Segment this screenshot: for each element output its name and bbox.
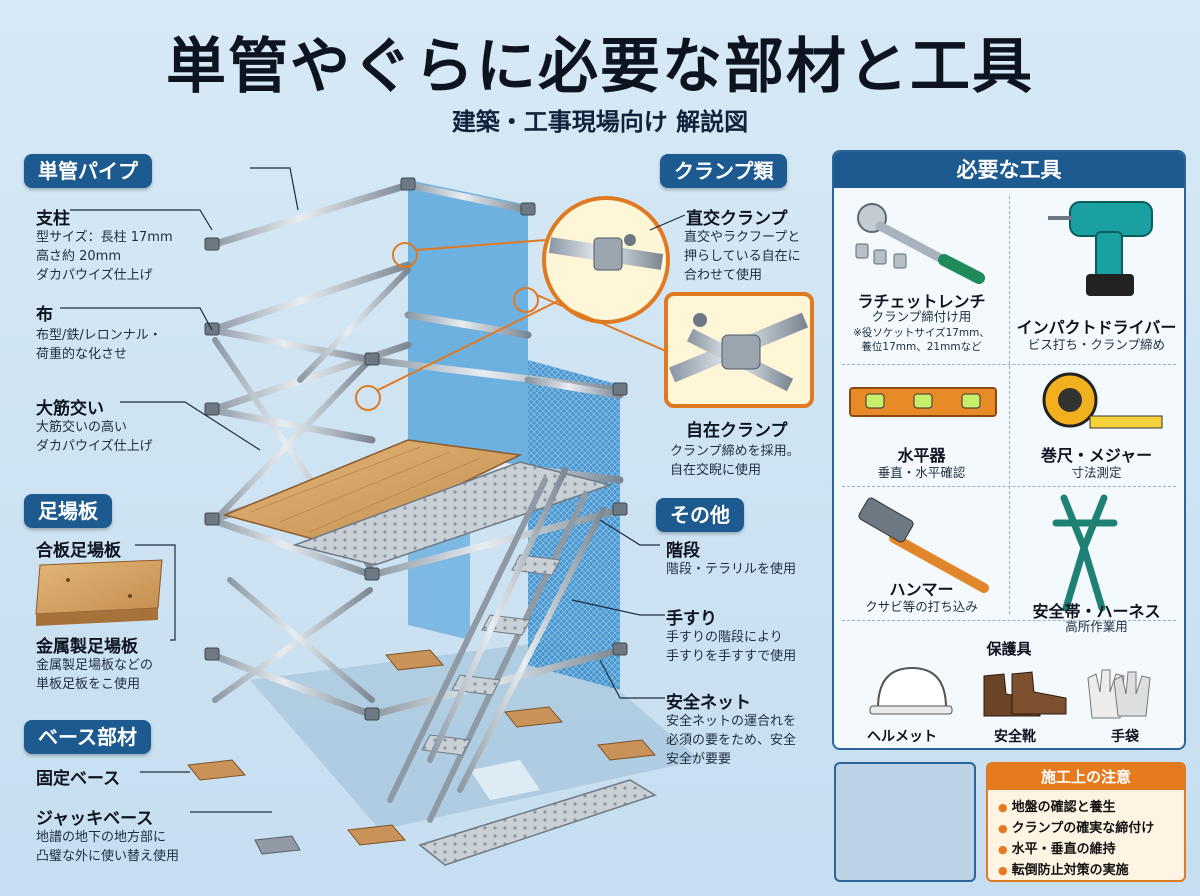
board-section-header: 足場板 bbox=[24, 494, 112, 528]
safety-net-label: 安全ネット bbox=[666, 693, 751, 713]
notice-header: 施工上の注意 bbox=[988, 764, 1184, 790]
zoom-callout-lines bbox=[355, 239, 669, 411]
tape-measure-name: 巻尺・メジャー bbox=[1040, 446, 1153, 465]
base-plates bbox=[187, 649, 657, 846]
tools-divider-1 bbox=[842, 364, 1176, 365]
leader-lines bbox=[60, 167, 686, 813]
spirit-level-name: 水平器 bbox=[897, 446, 946, 465]
stairs-label: 階段 bbox=[666, 541, 700, 561]
notice-photo bbox=[834, 762, 976, 882]
swivel-clamp-zoom bbox=[664, 292, 814, 408]
notice-box: 施工上の注意 地盤の確認と養生 クランプの確実な締付け 水平・垂直の維持 転倒防… bbox=[986, 762, 1186, 882]
cloth-desc: 布型/鉄/レロンナル・ 荷重的な化させ bbox=[36, 328, 162, 362]
ground-shadow bbox=[250, 640, 700, 830]
stairs bbox=[387, 477, 588, 823]
tools-panel-header: 必要な工具 bbox=[834, 152, 1184, 188]
page-subtitle: 建築・工事現場向け 解説図 bbox=[451, 108, 749, 136]
hammer-name: ハンマー bbox=[889, 580, 954, 599]
handrail bbox=[427, 392, 606, 793]
tools-divider-3 bbox=[842, 620, 1176, 621]
post-desc: 型サイズ：長柱 17mm 高さ約 20mm ダカパウイズ仕上げ bbox=[36, 230, 173, 283]
plywood-board-label: 合板足場板 bbox=[36, 541, 121, 561]
right-angle-clamp-label: 直交クランプ bbox=[686, 209, 788, 229]
helmet-name: ヘルメット bbox=[867, 729, 937, 745]
harness-name: 安全帯・ハーネス bbox=[1032, 602, 1161, 621]
ratchet-wrench-icon bbox=[855, 203, 985, 284]
tape-measure-desc: 寸法測定 bbox=[1071, 465, 1122, 480]
pipe-section-header: 単管パイプ bbox=[24, 154, 152, 188]
impact-driver-name: インパクトドライバー bbox=[1016, 318, 1177, 337]
swivel-clamp-desc: クランプ締めを採用。 自在交睨に使用 bbox=[670, 444, 800, 478]
spirit-level-icon bbox=[849, 387, 997, 417]
brace-label: 大筋交い bbox=[36, 399, 104, 419]
harness-icon bbox=[1052, 494, 1118, 612]
swivel-clamp-label: 自在クランプ bbox=[686, 421, 788, 441]
ground-shadow-stripes bbox=[470, 760, 540, 800]
jack-base-label: ジャッキベース bbox=[36, 809, 154, 829]
spirit-level-desc: 垂直・水平確認 bbox=[877, 465, 966, 480]
tools-divider-vertical bbox=[1009, 196, 1010, 614]
metal-board-desc: 金属製足場板などの 単板足板をこ使用 bbox=[36, 658, 154, 692]
plywood-deck bbox=[222, 439, 523, 546]
notice-item: 転倒防止対策の実施 bbox=[998, 859, 1129, 878]
cloth-label: 布 bbox=[36, 305, 53, 325]
harness-desc: 高所作業用 bbox=[1065, 619, 1128, 634]
other-section-header: その他 bbox=[656, 498, 744, 532]
safety-boots-icon bbox=[983, 671, 1067, 717]
handrail-desc: 手すりの階段により 手すりを手すすで使用 bbox=[666, 630, 797, 664]
safety-net-desc: 安全ネットの運合れを 必須の要をため、安全 安全が要要 bbox=[666, 714, 797, 767]
ratchet-wrench-desc: クランプ締付け用 bbox=[871, 309, 972, 324]
notice-item: クランプの確実な締付け bbox=[998, 817, 1155, 836]
right-angle-clamp-desc: 直交やラクフープと 押らしている自在に 合わせて使用 bbox=[684, 230, 801, 283]
gloves-icon bbox=[1087, 669, 1151, 719]
tape-measure-icon bbox=[1042, 372, 1163, 429]
clamp-section-header: クランプ類 bbox=[660, 154, 788, 188]
tools-panel: 必要な工具 bbox=[832, 150, 1186, 750]
gloves-name: 手袋 bbox=[1111, 729, 1139, 745]
hammer-desc: クサビ等の打ち込み bbox=[865, 599, 978, 614]
stairs-desc: 階段・テラリルを使用 bbox=[666, 562, 797, 577]
jack-base-desc: 地譜の地下の地方部に 凸璧な外に使い替え使用 bbox=[36, 830, 180, 864]
right-angle-clamp-zoom bbox=[542, 196, 670, 324]
scaffold-braces bbox=[212, 267, 411, 703]
ppe-header: 保護具 bbox=[834, 638, 1184, 659]
plywood-sample bbox=[35, 559, 163, 626]
tools-illustrations bbox=[849, 201, 1163, 719]
ratchet-wrench-name: ラチェットレンチ bbox=[857, 292, 986, 311]
hammer-icon bbox=[858, 497, 989, 593]
floor-metal-board bbox=[418, 779, 657, 866]
ratchet-wrench-note: ※役ソケットサイズ17mm、 養位17mm、21mmなど bbox=[853, 327, 990, 353]
page-title: 単管やぐらに必要な部材と工具 bbox=[166, 32, 1034, 102]
impact-driver-icon bbox=[1048, 201, 1153, 296]
metal-board-label: 金属製足場板 bbox=[36, 637, 138, 657]
fixed-base-label: 固定ベース bbox=[36, 769, 121, 789]
notice-item: 地盤の確認と養生 bbox=[998, 796, 1116, 815]
brace-desc: 大筋交いの高い ダカパウイズ仕上げ bbox=[36, 420, 153, 454]
base-section-header: ベース部材 bbox=[24, 720, 151, 754]
tools-divider-2 bbox=[842, 486, 1176, 487]
clamp-markers bbox=[204, 177, 628, 721]
post-label: 支柱 bbox=[36, 209, 70, 229]
impact-driver-desc: ビス打ち・クランプ締め bbox=[1027, 337, 1166, 352]
metal-deck bbox=[292, 461, 613, 566]
helmet-icon bbox=[869, 666, 953, 715]
safety-boots-name: 安全靴 bbox=[994, 729, 1036, 745]
handrail-label: 手すり bbox=[666, 609, 717, 629]
notice-item: 水平・垂直の維持 bbox=[998, 838, 1116, 857]
loose-jack-base bbox=[254, 760, 301, 855]
